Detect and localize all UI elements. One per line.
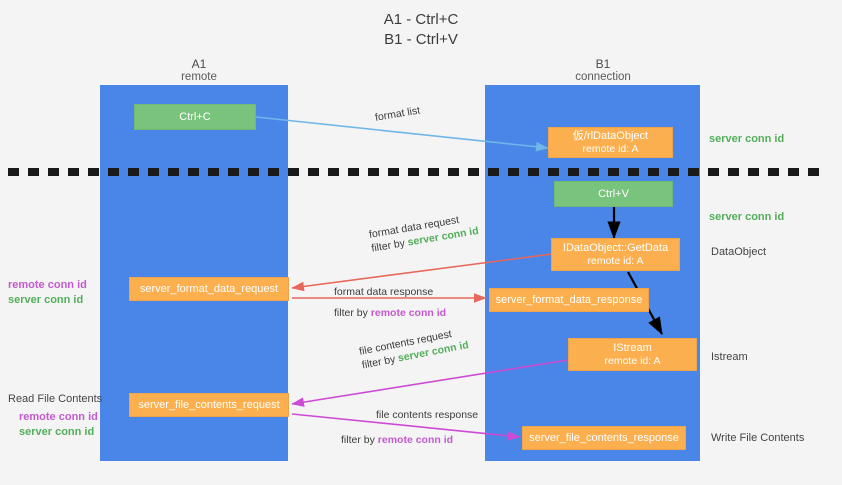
box-ctrl-c[interactable]: Ctrl+C (134, 104, 256, 130)
label-format-data-request-group: format data request filter by server con… (368, 210, 480, 256)
label-format-list: format list (374, 104, 422, 124)
box-ctrl-c-label: Ctrl+C (179, 110, 211, 123)
box-server-file-contents-request-label: server_file_contents_request (138, 398, 280, 411)
filter-key-remote-conn-id-2: remote conn id (377, 434, 454, 446)
box-idataobject-sub: remote id: A (582, 142, 639, 155)
right-server-conn-id-mid: server conn id (709, 211, 785, 223)
box-idataobject[interactable]: 仮/rlDataObject remote id: A (548, 127, 673, 158)
page-title: A1 - Ctrl+C B1 - Ctrl+V (0, 10, 842, 50)
box-server-format-data-response-label: server_format_data_response (495, 293, 643, 306)
filter-key-remote-conn-id-1: remote conn id (370, 307, 447, 319)
box-ctrl-v-label: Ctrl+V (598, 187, 629, 200)
label-file-contents-request-group: file contents request filter by server c… (358, 324, 470, 372)
filter-prefix-2: filter by (334, 307, 371, 319)
lane-header-b1-name: B1 (595, 57, 611, 71)
box-getdata-sub: remote id: A (587, 254, 644, 267)
box-idataobject-title: 仮/rlDataObject (572, 129, 649, 142)
left-remote-conn-id-1: remote conn id (8, 279, 87, 291)
title-line-1: A1 - Ctrl+C (383, 11, 459, 28)
lane-header-a1-name: A1 (191, 57, 207, 71)
box-getdata-title: IDataObject::GetData (562, 241, 669, 254)
box-istream-title: IStream (613, 341, 652, 354)
right-data-object: DataObject (711, 246, 767, 258)
box-ctrl-v[interactable]: Ctrl+V (554, 181, 673, 207)
box-server-format-data-request-label: server_format_data_request (139, 282, 279, 295)
right-write-file-contents: Write File Contents (711, 432, 805, 444)
right-istream: Istream (711, 351, 748, 363)
left-read-file-contents: Read File Contents (8, 393, 103, 405)
label-format-data-response: format data response (334, 286, 434, 298)
left-remote-conn-id-2: remote conn id (19, 411, 98, 423)
lane-header-a1-sub: remote (181, 71, 217, 83)
box-server-file-contents-response[interactable]: server_file_contents_response (522, 426, 686, 450)
left-annotation-conn-ids-1: remote conn id server conn id (8, 278, 87, 308)
box-server-file-contents-request[interactable]: server_file_contents_request (129, 393, 289, 417)
title-line-2: B1 - Ctrl+V (384, 31, 458, 48)
box-server-format-data-request[interactable]: server_format_data_request (129, 277, 289, 301)
filter-prefix-4: filter by (341, 434, 378, 446)
lane-header-b1: B1 connection (538, 58, 668, 84)
box-istream[interactable]: IStream remote id: A (568, 338, 697, 371)
lane-header-a1: A1 remote (144, 58, 254, 84)
label-file-contents-response-group: file contents response filter by remote … (341, 408, 479, 447)
left-annotation-conn-ids-2: remote conn id server conn id (19, 410, 98, 440)
box-server-format-data-response[interactable]: server_format_data_response (489, 288, 649, 312)
label-format-data-response-group: format data response filter by remote co… (334, 285, 446, 320)
right-server-conn-id-top: server conn id (709, 133, 785, 145)
lane-header-b1-sub: connection (575, 71, 631, 83)
left-server-conn-id-2: server conn id (19, 426, 95, 438)
label-file-contents-response: file contents response (376, 409, 479, 421)
box-server-file-contents-response-label: server_file_contents_response (529, 431, 679, 444)
box-istream-sub: remote id: A (604, 354, 661, 367)
left-server-conn-id-1: server conn id (8, 294, 84, 306)
box-idataobject-getdata[interactable]: IDataObject::GetData remote id: A (551, 238, 680, 271)
label-file-contents-response-filter: filter by remote conn id (341, 433, 478, 447)
label-format-data-response-filter: filter by remote conn id (334, 306, 446, 320)
